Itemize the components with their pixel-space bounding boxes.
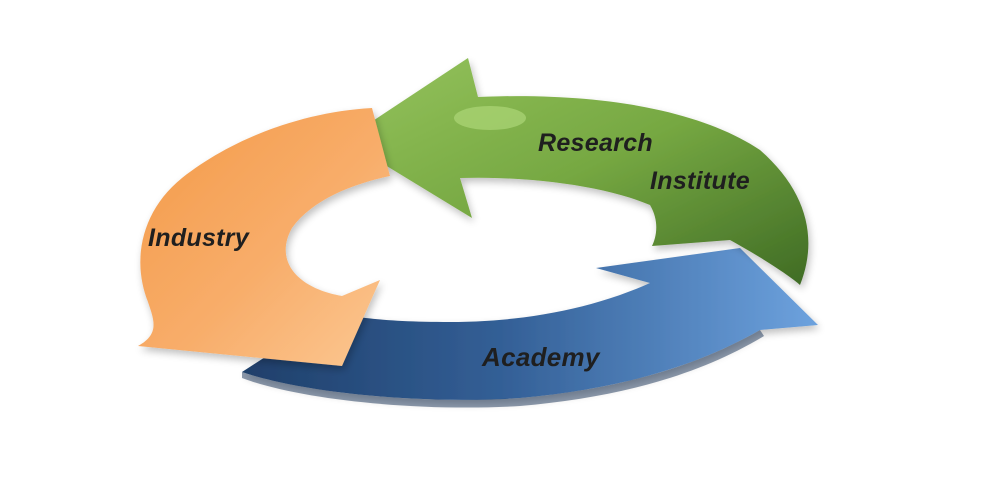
industry-arrow bbox=[138, 108, 390, 366]
node-label-industry: Industry bbox=[148, 224, 250, 252]
green-highlight bbox=[454, 106, 526, 130]
node-label-academy: Academy bbox=[482, 342, 600, 372]
node-label-research-line1: Research bbox=[538, 129, 653, 157]
academy-arrow bbox=[242, 248, 818, 400]
node-label-research-line2: Institute bbox=[650, 167, 750, 195]
node-label-research-institute: Research Institute bbox=[538, 124, 750, 200]
